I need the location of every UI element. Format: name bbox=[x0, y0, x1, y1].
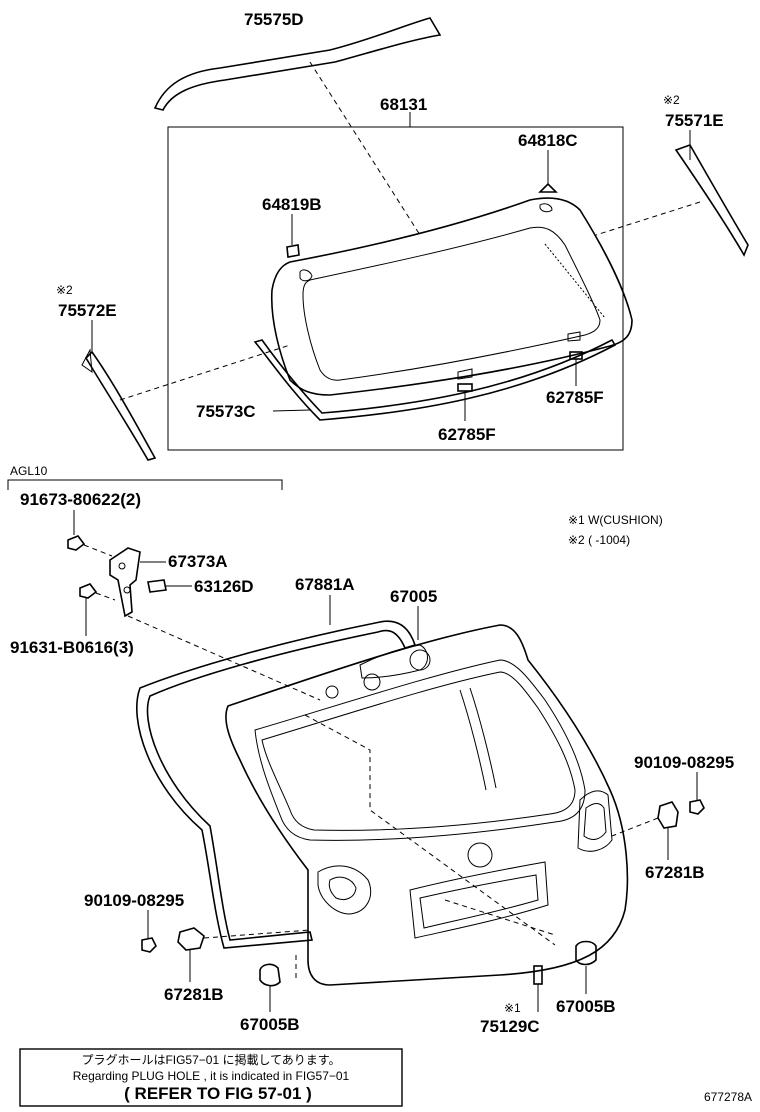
leader-75572E bbox=[119, 344, 291, 401]
label-90109-left: 90109-08295 bbox=[84, 891, 184, 910]
label-67005B-right: 67005B bbox=[556, 997, 616, 1016]
note-line-jp: プラグホールはFIG57−01 に掲載してあります。 bbox=[81, 1052, 340, 1067]
part-62785F-a bbox=[457, 383, 473, 392]
part-90109-left bbox=[141, 937, 157, 953]
part-63126D bbox=[147, 579, 167, 593]
label-75129C: 75129C bbox=[480, 1017, 540, 1036]
label-75573C: 75573C bbox=[196, 402, 256, 421]
part-67005B-right bbox=[575, 940, 597, 966]
mark-75571E: ※2 bbox=[663, 93, 680, 107]
leader-75575D bbox=[309, 61, 421, 236]
part-75571E bbox=[674, 144, 749, 257]
label-67281B-right: 67281B bbox=[645, 863, 705, 882]
part-67281B-left bbox=[177, 927, 205, 951]
label-67373A: 67373A bbox=[168, 552, 228, 571]
label-64819B: 64819B bbox=[262, 195, 322, 214]
label-91673: 91673-80622(2) bbox=[20, 490, 141, 509]
label-67281B-left: 67281B bbox=[164, 985, 224, 1004]
part-67881A bbox=[136, 620, 417, 949]
plug-hole-note-box bbox=[19, 1048, 403, 1107]
part-67373A bbox=[109, 547, 141, 618]
part-64819B bbox=[286, 244, 300, 258]
box-68131 bbox=[167, 126, 624, 451]
part-75572E bbox=[84, 350, 157, 461]
leader-hinge-to-door bbox=[127, 615, 321, 701]
back-glass bbox=[270, 197, 633, 396]
note-line-en: Regarding PLUG HOLE , it is indicated in… bbox=[73, 1069, 350, 1083]
mark-75129C: ※1 bbox=[504, 1001, 521, 1015]
part-64818C bbox=[538, 182, 558, 193]
mark-75572E: ※2 bbox=[56, 283, 73, 297]
legend-line-1: ※1 W(CUSHION) bbox=[568, 513, 663, 527]
figure-code: 677278A bbox=[704, 1090, 752, 1104]
part-91631-bolt bbox=[79, 583, 98, 599]
label-64818C: 64818C bbox=[518, 131, 578, 150]
part-90109-right bbox=[689, 799, 705, 815]
label-91631: 91631-B0616(3) bbox=[10, 638, 134, 657]
leader-75571E bbox=[595, 201, 701, 236]
label-63126D: 63126D bbox=[194, 577, 254, 596]
label-62785F-b: 62785F bbox=[546, 388, 604, 407]
part-67005-back-door bbox=[225, 624, 629, 986]
label-62785F-a: 62785F bbox=[438, 425, 496, 444]
label-agl10: AGL10 bbox=[10, 464, 48, 478]
note-line-ref: ( REFER TO FIG 57-01 ) bbox=[124, 1084, 312, 1103]
part-67281B-right bbox=[657, 801, 679, 829]
label-75572E: 75572E bbox=[58, 301, 117, 320]
part-75575D bbox=[153, 17, 442, 111]
part-67005B-left bbox=[259, 963, 281, 987]
label-68131: 68131 bbox=[380, 95, 427, 114]
label-75575D: 75575D bbox=[244, 10, 304, 29]
part-75129C bbox=[533, 965, 543, 985]
part-75573C bbox=[253, 338, 617, 421]
agl10-bracket-line bbox=[7, 479, 283, 490]
label-67005B-left: 67005B bbox=[240, 1015, 300, 1034]
label-67005: 67005 bbox=[390, 587, 437, 606]
legend-line-2: ※2 ( -1004) bbox=[568, 533, 630, 547]
label-90109-right: 90109-08295 bbox=[634, 753, 734, 772]
label-67881A: 67881A bbox=[295, 575, 355, 594]
label-75571E: 75571E bbox=[665, 111, 724, 130]
part-91673-bolt bbox=[67, 535, 86, 551]
